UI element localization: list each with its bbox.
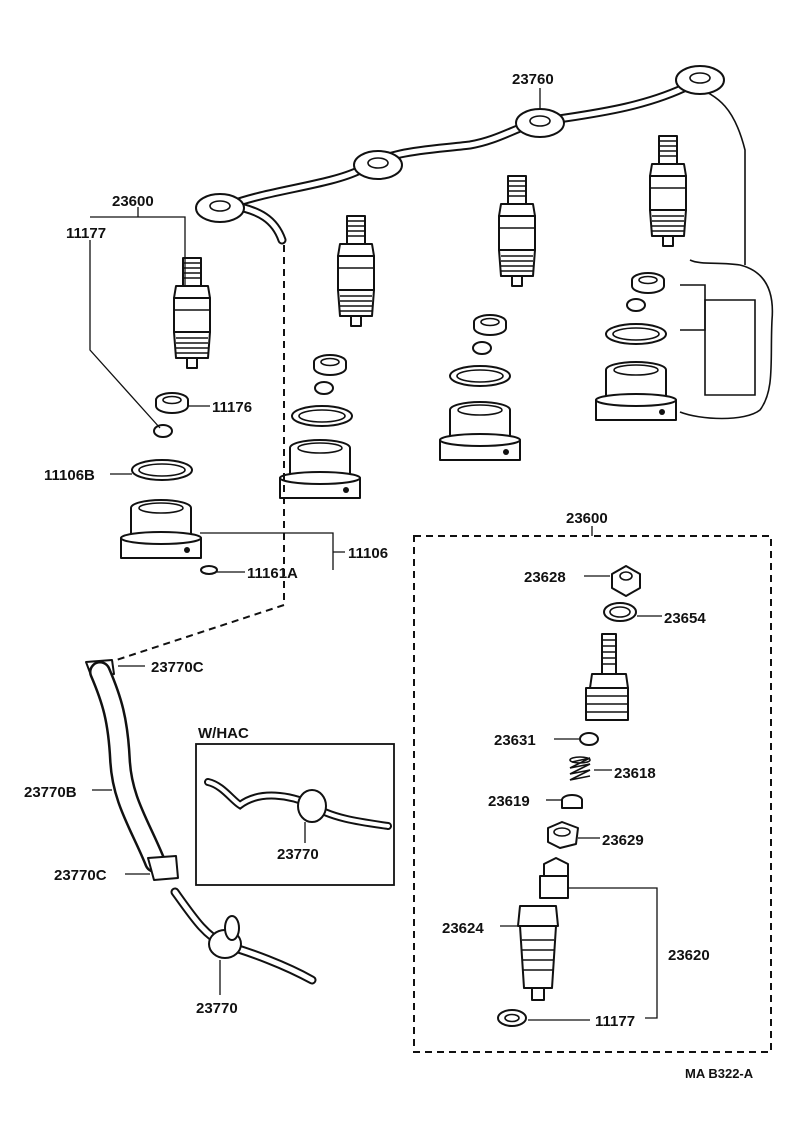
washer-4 — [631, 272, 665, 294]
label-23760: 23760 — [512, 71, 554, 88]
label-23770-bottom: 23770 — [196, 1000, 238, 1017]
label-23600-kit: 23600 — [566, 510, 608, 527]
label-23770-whac: 23770 — [277, 846, 319, 863]
holder-2 — [279, 439, 361, 499]
label-23770b: 23770B — [24, 784, 77, 801]
injector-2 — [337, 215, 375, 327]
label-11177-kit: 11177 — [595, 1013, 635, 1030]
pipe-23770-bottom — [170, 887, 317, 985]
pin-23631 — [579, 732, 599, 746]
washer-2 — [313, 354, 347, 376]
label-23654: 23654 — [664, 610, 706, 627]
injection-pipe-23760 — [195, 65, 746, 265]
footer-code: MA B322-A — [685, 1066, 754, 1081]
injector-4 — [649, 135, 687, 247]
washer-23654 — [603, 602, 637, 622]
reference-dashed-line — [91, 245, 285, 669]
holder-3 — [439, 401, 521, 461]
kit-23600-box — [413, 535, 772, 1053]
whac-title: W/HAC — [198, 725, 249, 742]
nozzle-needle-23620 — [539, 857, 569, 899]
label-23620: 23620 — [668, 947, 710, 964]
whac-box — [195, 743, 395, 886]
gasket-11177-kit — [497, 1009, 527, 1027]
holder-4 — [595, 361, 677, 421]
label-11176: 11176 — [212, 399, 252, 416]
label-11106: 11106 — [348, 545, 388, 562]
o-ring-11161a — [200, 565, 218, 575]
gasket-2 — [314, 381, 334, 395]
label-23624: 23624 — [442, 920, 484, 937]
gasket-11177 — [153, 424, 173, 438]
gasket-4 — [626, 298, 646, 312]
pipe-union-1 — [195, 193, 245, 223]
pipe-union-4 — [675, 65, 725, 95]
label-11106b: 11106B — [44, 467, 95, 484]
cylinder-head-outline — [679, 259, 774, 420]
ring-11106b — [131, 459, 193, 481]
washer-11176 — [155, 392, 189, 414]
injector-body-upper — [585, 633, 629, 721]
nut-23628 — [611, 565, 641, 597]
pipe-union-3 — [515, 108, 565, 138]
label-23618: 23618 — [614, 765, 656, 782]
label-11161a: 11161A — [247, 565, 298, 582]
spacer-23629 — [547, 821, 579, 849]
injector-1 — [173, 257, 211, 369]
gasket-3 — [472, 341, 492, 355]
label-23770c-bottom: 23770C — [54, 867, 107, 884]
label-23619: 23619 — [488, 793, 530, 810]
holder-11106 — [120, 499, 202, 559]
clip-23770c-bottom — [147, 855, 179, 881]
spring-23618 — [569, 756, 591, 781]
label-23770c-top: 23770C — [151, 659, 204, 676]
label-23628: 23628 — [524, 569, 566, 586]
pipe-23770-whac — [204, 778, 392, 830]
washer-3 — [473, 314, 507, 336]
ring-3 — [449, 365, 511, 387]
ring-4 — [605, 323, 667, 345]
ring-2 — [291, 405, 353, 427]
label-23629: 23629 — [602, 832, 644, 849]
nozzle-body-23624 — [517, 905, 559, 1001]
injector-3 — [498, 175, 536, 287]
label-11177-top: 11177 — [66, 225, 106, 242]
label-23631: 23631 — [494, 732, 536, 749]
seat-23619 — [561, 794, 583, 809]
pipe-union-2 — [353, 150, 403, 180]
label-23600-top: 23600 — [112, 193, 154, 210]
